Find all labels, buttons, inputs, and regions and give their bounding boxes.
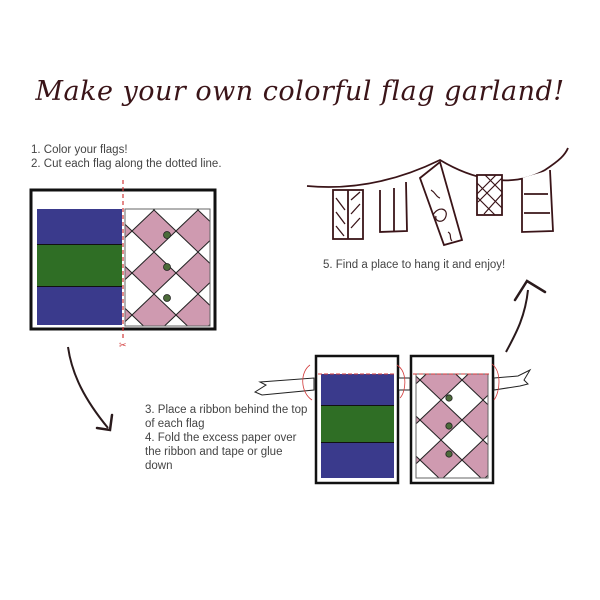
page-title: Make your own colorful flag garland! xyxy=(35,76,565,107)
step-5-text: 5. Find a place to hang it and enjoy! xyxy=(323,259,506,271)
instructions-steps-1-2: 1. Color your flags! 2. Cut each flag al… xyxy=(31,143,222,171)
instructions-steps-3-4: 3. Place a ribbon behind the top of each… xyxy=(145,403,310,473)
step-4-text: 4. Fold the excess paper over the ribbon… xyxy=(145,432,297,472)
step-3-text: 3. Place a ribbon behind the top of each… xyxy=(145,404,308,430)
step-2-text: 2. Cut each flag along the dotted line. xyxy=(31,158,222,170)
hanging-garland xyxy=(306,147,569,247)
ribbon-flags xyxy=(253,354,532,485)
arrow-down-icon xyxy=(67,346,109,429)
step-1-text: 1. Color your flags! xyxy=(31,144,128,156)
arrow-up-icon xyxy=(505,289,529,353)
uncut-flag-sheet: ✂ xyxy=(29,180,217,350)
arrow-up-head-icon xyxy=(513,279,547,302)
arrow-down-head-icon xyxy=(95,413,114,432)
scissors-icon: ✂ xyxy=(119,340,127,350)
